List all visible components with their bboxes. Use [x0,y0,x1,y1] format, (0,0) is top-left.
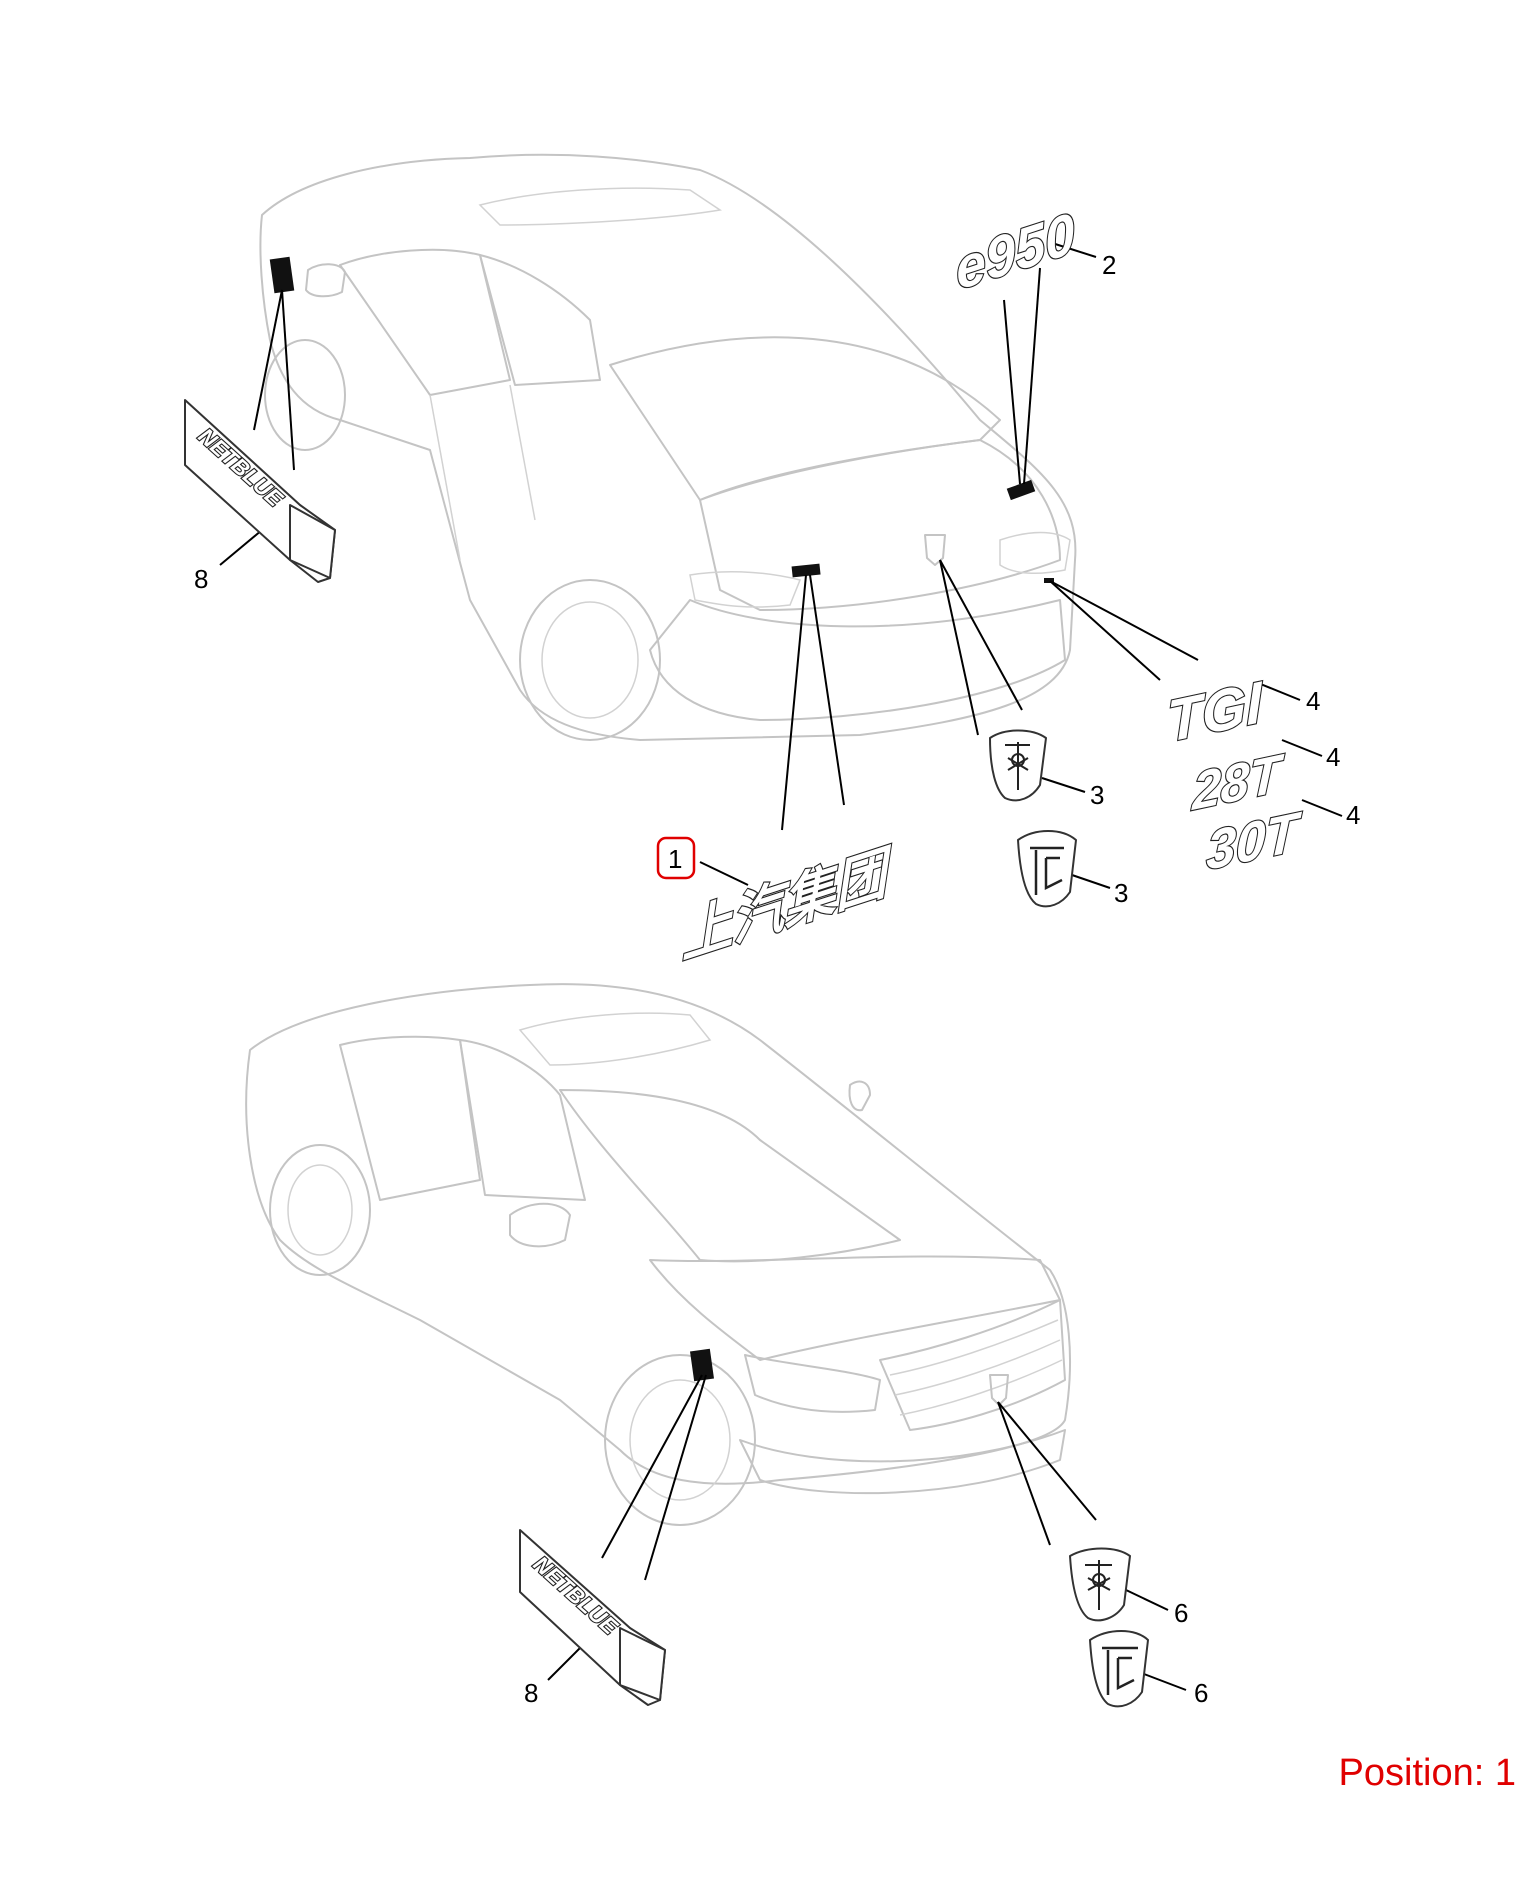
roewe-lion-emblem-front [1069,1547,1131,1622]
callout-3-rear-letter[interactable]: 3 [1114,878,1128,908]
rear-car-outline [259,153,1077,741]
netblue-badge-bottom: NETBLUE [519,1529,666,1706]
callout-8-top[interactable]: 8 [194,564,208,594]
mount-mark-e950 [1006,479,1036,501]
callout-6-front-lion[interactable]: 6 [1174,1598,1188,1628]
e950-badge: e950 [952,199,1079,303]
callout-1[interactable]: 1 [668,844,682,874]
callout-8-bottom[interactable]: 8 [524,1678,538,1708]
callout-4-28t[interactable]: 4 [1326,742,1340,772]
roewe-lion-emblem-rear [989,729,1047,802]
callout-4-tgi[interactable]: 4 [1306,686,1320,716]
callout-6-front-letter[interactable]: 6 [1194,1678,1208,1708]
netblue-badge-top: NETBLUE [184,399,336,583]
mount-mark-tgi [1044,578,1054,583]
callout-3-rear-lion[interactable]: 3 [1090,780,1104,810]
rear-logo-outline [924,534,946,566]
saic-chinese-text: 上汽集团 [678,838,895,970]
e950-text: e950 [953,200,1078,302]
tgi-badge: TGI [1165,668,1266,756]
mount-mark-saic [791,563,821,578]
selected-callout-highlight [656,836,696,880]
mount-mark-fender-rear [269,256,295,294]
callout-4-30t[interactable]: 4 [1346,800,1360,830]
front-car-outline [245,983,1071,1526]
roewe-letter-emblem-front [1089,1630,1149,1708]
front-logo-outline [989,1374,1009,1406]
saic-chinese-badge: 上汽集团 [677,837,897,971]
roewe-letter-emblem-rear [1017,830,1077,908]
mount-mark-fender-front [690,1348,714,1382]
tgi-text: TGI [1166,669,1265,755]
position-label: Position: 1 [1338,1752,1516,1794]
callout-2[interactable]: 2 [1102,250,1116,280]
leader-lines [219,242,1343,1691]
